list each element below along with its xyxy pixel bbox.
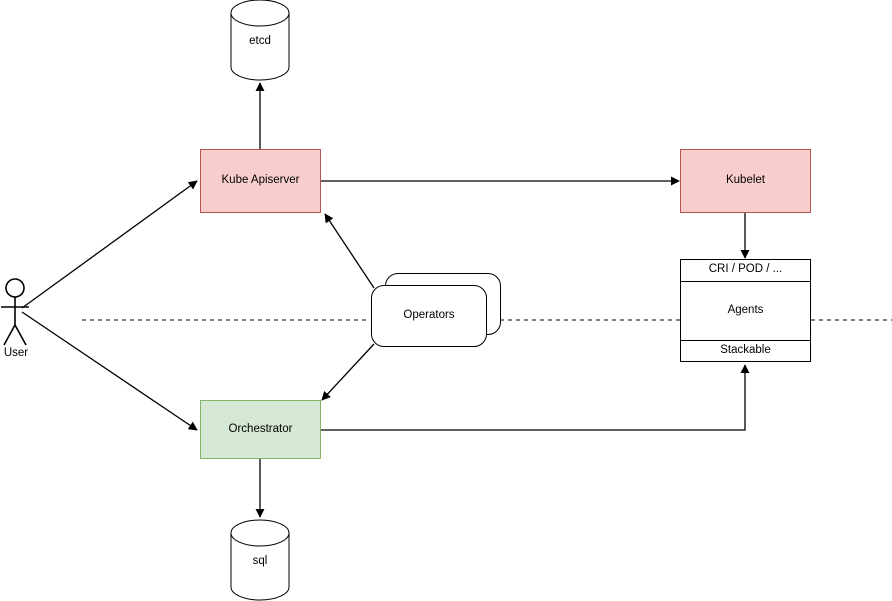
agents-footer-divider [680,340,811,341]
edge-operators-to-orchestrator [321,343,375,401]
sql-cylinder-shape [230,519,290,601]
node-operators[interactable] [371,285,487,347]
node-kubelet[interactable] [680,149,811,213]
etcd-cylinder-shape [230,0,290,81]
agents-header-divider [680,281,811,282]
node-orchestrator[interactable] [200,400,321,459]
node-kube-apiserver[interactable] [200,149,321,213]
edge-orchestrator-to-agents [321,364,750,431]
edge-user-to-orchestrator [21,311,198,431]
edge-operators-to-kube-apiserver [324,213,375,289]
edge-user-to-kube-apiserver [21,180,198,309]
user-actor-label: User [3,347,29,359]
user-actor-shape [1,278,29,346]
node-agents[interactable] [680,259,811,362]
